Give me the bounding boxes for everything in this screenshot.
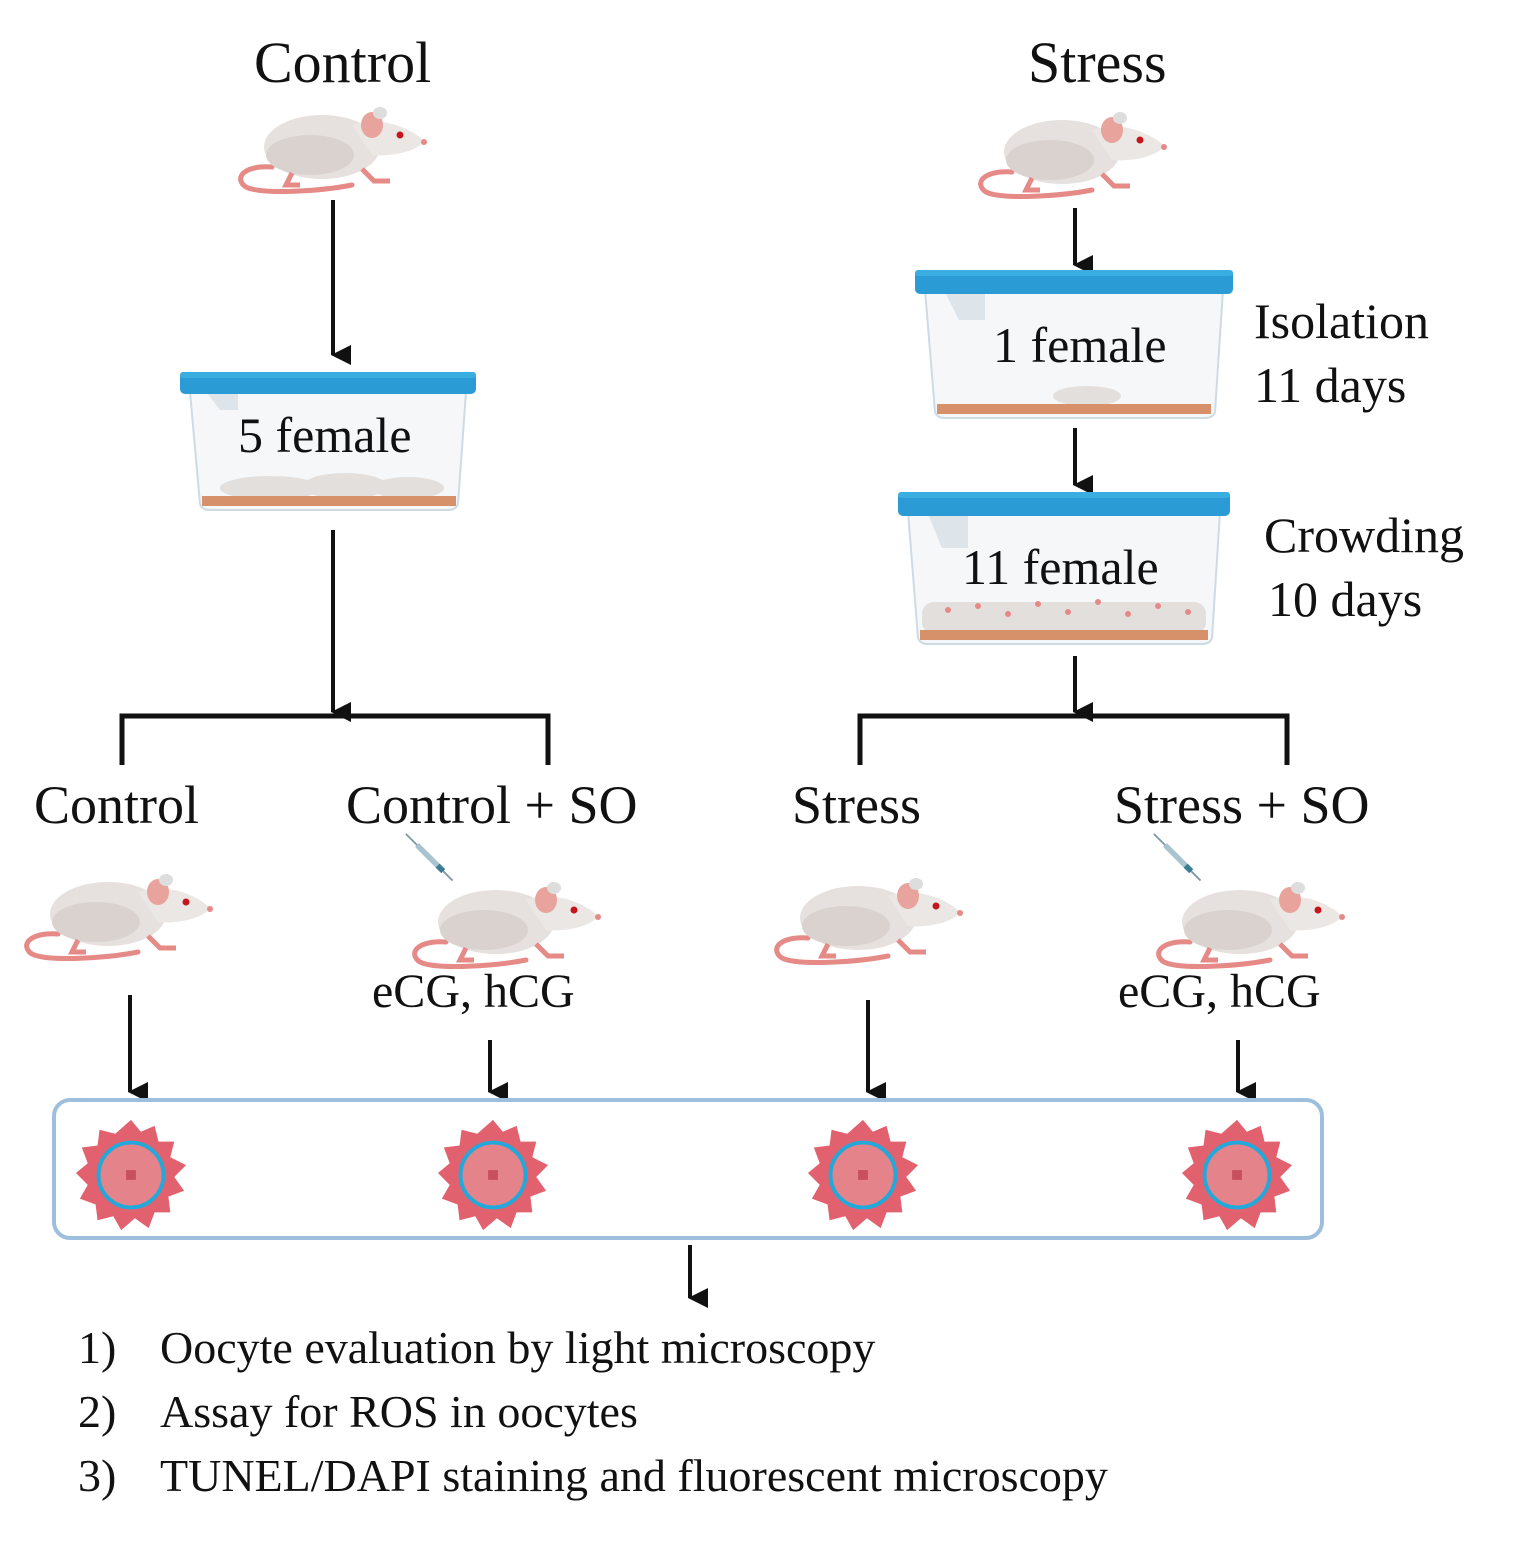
analysis-item: 1) Oocyte evaluation by light microscopy: [78, 1316, 1108, 1380]
cage-icon: 1 female: [915, 268, 1233, 424]
analysis-text: TUNEL/DAPI staining and fluorescent micr…: [160, 1450, 1108, 1501]
mouse-icon: [18, 862, 218, 962]
cage-icon: 11 female: [898, 490, 1230, 650]
stress-heading: Stress: [1028, 30, 1167, 95]
cage-label: 5 female: [238, 407, 412, 463]
analysis-number: 2): [78, 1386, 117, 1437]
isolation-duration-label: 11 days: [1254, 357, 1407, 413]
injection-label-control-so: eCG, hCG: [372, 965, 575, 1018]
analysis-text: Assay for ROS in oocytes: [160, 1386, 638, 1437]
analyses-list: 1)Oocyte evaluation by light microscopy …: [78, 1316, 1108, 1508]
cage-label: 1 female: [993, 317, 1167, 373]
isolation-phase-label: Isolation: [1254, 293, 1429, 349]
analysis-number: 1): [78, 1322, 117, 1373]
syringe-icon: [404, 832, 460, 888]
control-branch-bracket: [119, 713, 551, 765]
analysis-number: 3): [78, 1450, 117, 1501]
oocyte-icon: [1178, 1116, 1296, 1234]
analysis-item: 3) TUNEL/DAPI staining and fluorescent mi…: [78, 1444, 1108, 1508]
oocyte-icon: [434, 1116, 552, 1234]
stress-branch-bracket: [857, 713, 1290, 765]
group-label-control: Control: [34, 775, 200, 835]
mouse-icon: [232, 95, 432, 195]
control-heading: Control: [254, 30, 432, 95]
mouse-icon: [768, 866, 968, 966]
cage-icon: 5 female: [180, 370, 476, 516]
group-label-control-so: Control + SO: [346, 775, 638, 835]
crowding-phase-label: Crowding: [1264, 507, 1464, 563]
group-label-stress: Stress: [792, 775, 922, 835]
crowding-duration-label: 10 days: [1268, 571, 1423, 627]
cage-label: 11 female: [962, 539, 1159, 595]
analysis-text: Oocyte evaluation by light microscopy: [160, 1322, 876, 1373]
oocyte-icon: [72, 1116, 190, 1234]
mouse-icon: [972, 100, 1172, 200]
injection-label-stress-so: eCG, hCG: [1118, 965, 1321, 1018]
oocyte-panel: [52, 1098, 1324, 1240]
analysis-item: 2) Assay for ROS in oocytes: [78, 1380, 1108, 1444]
group-label-stress-so: Stress + SO: [1114, 775, 1370, 835]
oocyte-icon: [804, 1116, 922, 1234]
syringe-icon: [1152, 832, 1208, 888]
